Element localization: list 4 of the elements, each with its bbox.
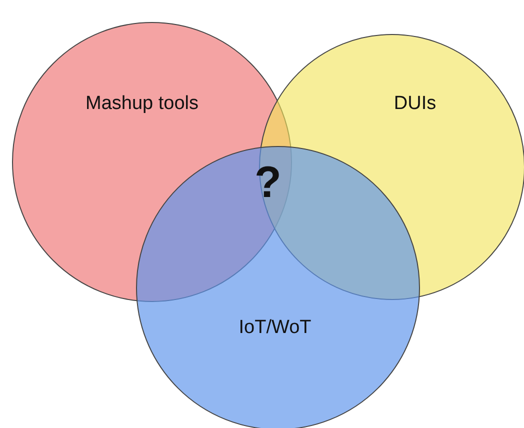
set-label: DUIs: [394, 93, 436, 115]
question-mark: ?: [254, 158, 282, 208]
set-label: Mashup tools: [86, 93, 198, 115]
set-label: IoT/WoT: [238, 317, 312, 339]
